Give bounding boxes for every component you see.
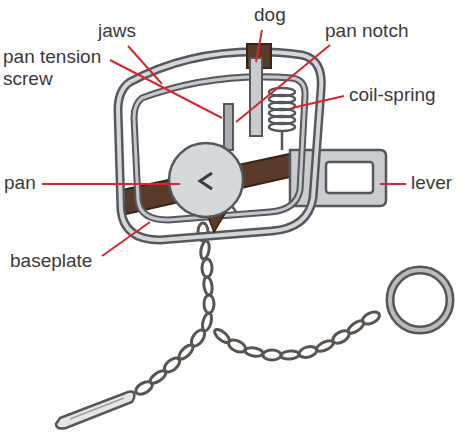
coil-spring-shape bbox=[269, 88, 295, 150]
part-label: pan notch bbox=[325, 20, 408, 42]
part-label: pan bbox=[4, 172, 36, 194]
part-label: pan tension screw bbox=[3, 46, 131, 90]
part-label: baseplate bbox=[10, 250, 92, 272]
chain bbox=[134, 223, 382, 397]
tension-screw-shape bbox=[224, 104, 233, 150]
ring bbox=[390, 270, 450, 330]
part-label: coil-spring bbox=[349, 84, 436, 106]
part-label: dog bbox=[254, 4, 286, 26]
pan-mark bbox=[200, 173, 212, 189]
pan-shape bbox=[169, 143, 243, 217]
part-label: lever bbox=[411, 172, 452, 194]
swivel-tag bbox=[56, 392, 134, 429]
dog-shape bbox=[247, 44, 271, 136]
ring-highlight bbox=[390, 270, 450, 330]
part-label: jaws bbox=[98, 20, 136, 42]
